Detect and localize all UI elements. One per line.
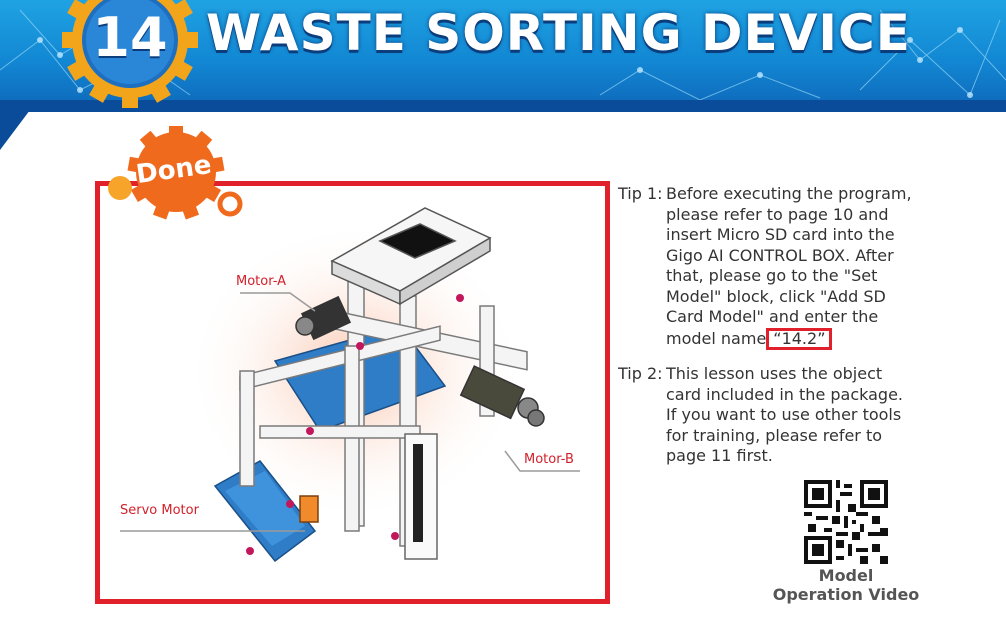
tip-1-heading: Tip 1: [618,184,663,203]
servo-motor-label: Servo Motor [120,503,199,518]
tip-1-line: Gigo AI CONTROL BOX. After [666,245,894,265]
motor-b-label: Motor-B [524,452,574,467]
qr-code-icon[interactable] [804,480,888,564]
tip-1-line: model name [666,328,767,348]
model-name-highlight: “14.2” [766,327,833,350]
tip-1-line-last: model name“14.2” [666,327,926,350]
tip-2-line: card included in the package. [666,384,903,404]
done-badge-icon [108,126,243,220]
tip-2-line: This lesson uses the object [666,364,883,383]
tip-1-line: that, please go to the "Set [666,266,878,285]
banner-corner [0,110,30,150]
qr-caption: Model Operation Video [760,566,932,604]
tip-1-line: insert Micro SD card into the [666,225,895,244]
tip-1-body: Before executing the program, please ref… [666,184,926,350]
tip-2-line: If you want to use other tools [666,405,902,424]
tip-1-line: Before executing the program, [666,184,912,203]
tip-2-body: This lesson uses the object card include… [666,364,926,467]
tip-1-line: Model" block, click "Add SD [666,286,886,306]
tip-2-line: for training, please refer to [666,425,883,445]
tip-1-line: please refer to page 10 and [666,204,889,224]
header-banner: 14 WASTE SORTING DEVICE [0,0,1006,112]
qr-caption-line: Model [818,566,874,585]
lesson-gear-icon [62,0,198,108]
lesson-number: 14 [92,6,168,69]
model-figure-frame [95,181,610,604]
motor-a-label: Motor-A [236,274,287,289]
qr-caption-line: Operation Video [772,585,920,604]
tip-2-line: page 11 first. [666,446,773,465]
tip-2-heading: Tip 2: [618,364,663,383]
tip-1-line: Card Model" and enter the [666,307,879,326]
banner-stripe [0,100,1006,112]
page-title: WASTE SORTING DEVICE [206,4,911,62]
waste-sorting-model-illustration [120,207,580,563]
